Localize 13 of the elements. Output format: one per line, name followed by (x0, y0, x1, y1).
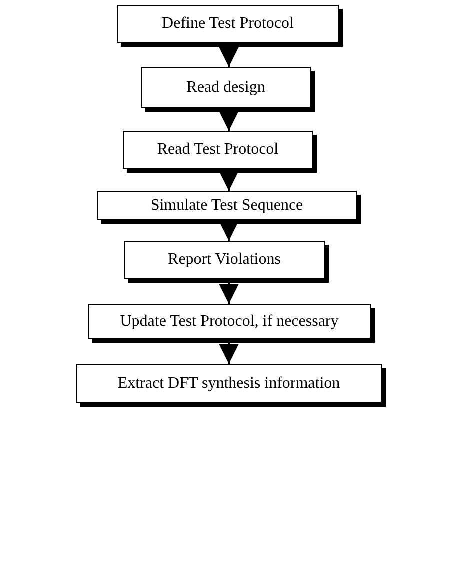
step-label: Read Test Protocol (157, 141, 279, 159)
step-label: Extract DFT synthesis information (118, 374, 340, 392)
arrow (219, 171, 239, 191)
step-label: Read design (186, 78, 266, 96)
arrow (219, 343, 239, 364)
step-label: Define Test Protocol (162, 15, 294, 33)
arrow (219, 111, 239, 131)
arrow (219, 283, 239, 304)
arrow (219, 47, 239, 67)
step-label: Report Violations (168, 251, 281, 269)
arrow (219, 221, 239, 241)
step-label: Simulate Test Sequence (150, 196, 304, 214)
step-label: Update Test Protocol, if necessary (120, 312, 339, 330)
